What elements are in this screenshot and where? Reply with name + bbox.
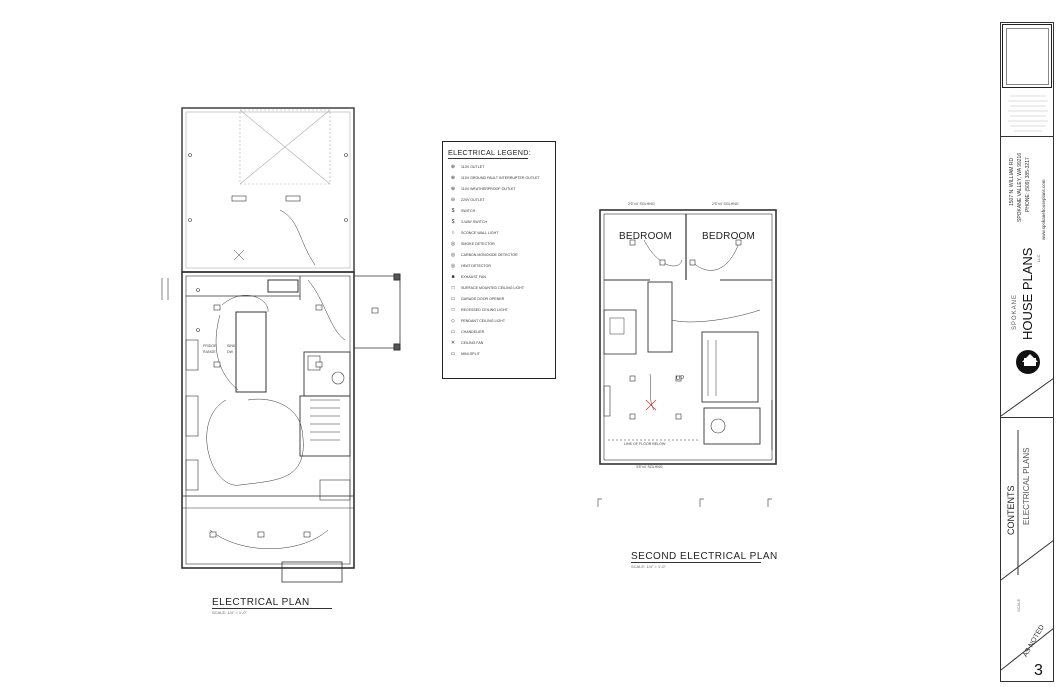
legend-symbol-icon: ■	[451, 274, 455, 280]
legend-item: ■ EXHAUST FAN	[447, 273, 486, 281]
legend-item: ▭ GARAGE DOOR OPENER	[447, 295, 505, 303]
contents-value: ELECTRICAL PLANS	[1022, 447, 1031, 525]
kitchen-label-dw: DW	[227, 350, 233, 354]
room-label-bedroom-left: BEDROOM	[619, 231, 673, 242]
second-plan-scale: SCALE: 1/4" = 1'-0"	[631, 564, 666, 569]
legend-item-label: CARBON MONOXIDE DETECTOR	[461, 253, 518, 257]
legend-title-underline	[448, 158, 528, 159]
legend-item-label: HEAT DETECTOR	[461, 264, 491, 268]
electrical-legend: ELECTRICAL LEGEND: ⊕ 110V OUTLET ⊕ 110V GRO…	[442, 141, 556, 379]
company-phone: PHONE: (509) 385-3217	[1025, 157, 1031, 212]
legend-item-label: SCONCE WALL LIGHT	[461, 231, 499, 235]
first-plan-title: ELECTRICAL PLAN	[212, 597, 310, 608]
company-logo-icon	[1016, 350, 1040, 374]
legend-item: $3-WAY SWITCH	[447, 218, 487, 226]
legend-item-label: RECESSED CEILING LIGHT	[461, 308, 508, 312]
disclaimer-notes	[1008, 95, 1048, 132]
legend-item-label: CEILING FAN	[461, 341, 484, 345]
legend-symbol-icon: $	[451, 219, 455, 225]
legend-item: ⊕ 110V OUTLET	[447, 163, 484, 171]
legend-item: $ SWITCH	[447, 207, 476, 215]
window-label-top-right: 2'6"x4' SGLHNG	[712, 202, 739, 206]
kitchen-label-sink: SINK	[227, 344, 236, 348]
legend-item-label: PENDANT CEILING LIGHT	[461, 319, 506, 323]
legend-symbol-icon: ◎	[450, 252, 456, 258]
legend-symbol-icon: □	[451, 285, 455, 291]
legend-item: □ SURFACE MOUNTED CEILING LIGHT	[447, 284, 524, 292]
legend-symbol-icon: ⊖	[450, 197, 456, 203]
legend-item: ◎ SMOKE DETECTOR	[447, 240, 495, 248]
stair-label: UP	[676, 376, 685, 382]
legend-item-label: GARAGE DOOR OPENER	[461, 297, 505, 301]
room-label-bedroom-right: BEDROOM	[702, 231, 756, 242]
legend-item: ✕ CEILING FAN	[447, 339, 483, 347]
kitchen-label-range: RANGE	[203, 350, 216, 354]
second-floor-electrical-plan	[599, 209, 777, 465]
legend-item-label: SWITCH	[461, 209, 476, 213]
legend-item: ◎ HEAT DETECTOR	[447, 262, 491, 270]
title-block-dividers	[1000, 377, 1055, 671]
second-plan-title-underline	[631, 562, 761, 563]
legend-item-label: CHANDELIER	[461, 330, 485, 334]
legend-item: ⊕ 110V WEATHERPROOF OUTLET	[447, 185, 516, 193]
window-label-bottom: 3'6"x4' SGLHNG	[636, 465, 663, 469]
legend-title: ELECTRICAL LEGEND:	[448, 148, 532, 157]
floor-below-label: LINE OF FLOOR BELOW	[624, 442, 666, 446]
legend-symbol-icon: ◎	[450, 263, 456, 269]
legend-symbol-icon: ⊕	[450, 186, 456, 192]
kitchen-label-fridge: FRIDGE	[203, 344, 217, 348]
title-block	[1000, 22, 1054, 682]
stamp-inner	[1006, 28, 1049, 85]
stamp-box	[1002, 24, 1052, 88]
legend-item: ◎ CARBON MONOXIDE DETECTOR	[447, 251, 518, 259]
first-floor-electrical-plan	[161, 107, 401, 583]
legend-item-label: EXHAUST FAN	[461, 275, 486, 279]
legend-symbol-icon: ○	[451, 230, 455, 236]
legend-item: ⊕ 110V GROUND FAULT INTERRUPTER OUTLET	[447, 174, 540, 182]
legend-item-label: 110V GROUND FAULT INTERRUPTER OUTLET	[461, 176, 540, 180]
legend-item: □ RECESSED CEILING LIGHT	[447, 306, 508, 314]
second-plan-corner-marks	[597, 498, 772, 507]
company-website: www.spokanehouseplans.com	[1041, 179, 1046, 240]
legend-symbol-icon: ⊕	[450, 164, 456, 170]
legend-symbol-icon: $	[451, 208, 455, 214]
legend-symbol-icon: ▭	[450, 351, 456, 357]
legend-item: ○ SCONCE WALL LIGHT	[447, 229, 498, 237]
sheet-number: 3	[1034, 662, 1043, 679]
first-plan-title-underline	[212, 608, 332, 609]
legend-item: ▭ CHANDELIER	[447, 328, 485, 336]
legend-item-label: 110V WEATHERPROOF OUTLET	[461, 187, 516, 191]
scale-label: SCALE	[1016, 598, 1021, 612]
legend-symbol-icon: ⊕	[450, 175, 456, 181]
company-name-line2: HOUSE PLANS	[1020, 247, 1035, 340]
legend-symbol-icon: ▭	[450, 329, 456, 335]
company-city: SPOKANE VALLEY, WA 99216	[1017, 152, 1023, 222]
legend-item: ▭ MINI-SPLIT	[447, 350, 480, 358]
legend-item: ◇ PENDANT CEILING LIGHT	[447, 317, 505, 325]
legend-item-label: MINI-SPLIT	[461, 352, 480, 356]
legend-symbol-icon: ◇	[451, 318, 455, 324]
company-panel	[1001, 136, 1053, 418]
legend-symbol-icon: ✕	[450, 340, 456, 346]
legend-item-label: SMOKE DETECTOR	[461, 242, 495, 246]
window-label-top-left: 2'6"x4' SGLHNG	[628, 202, 655, 206]
legend-item-label: SURFACE MOUNTED CEILING LIGHT	[461, 286, 525, 290]
legend-item-label: 110V OUTLET	[461, 165, 485, 169]
company-address: 1507 N. WILLIAM RD	[1009, 157, 1015, 206]
second-plan-title: SECOND ELECTRICAL PLAN	[631, 551, 778, 562]
legend-symbol-icon: □	[451, 307, 455, 313]
first-plan-scale: SCALE: 1/4" = 1'-0"	[212, 610, 247, 615]
company-name-line1: SPOKANE	[1012, 293, 1018, 330]
legend-symbol-icon: ◎	[450, 241, 456, 247]
legend-symbol-icon: ▭	[450, 296, 456, 302]
contents-label: CONTENTS	[1006, 485, 1016, 536]
company-suffix: LLC	[1036, 254, 1041, 262]
legend-item-label: 220V OUTLET	[461, 198, 485, 202]
legend-item: ⊖ 220V OUTLET	[447, 196, 485, 204]
legend-item-label: 3-WAY SWITCH	[461, 220, 488, 224]
